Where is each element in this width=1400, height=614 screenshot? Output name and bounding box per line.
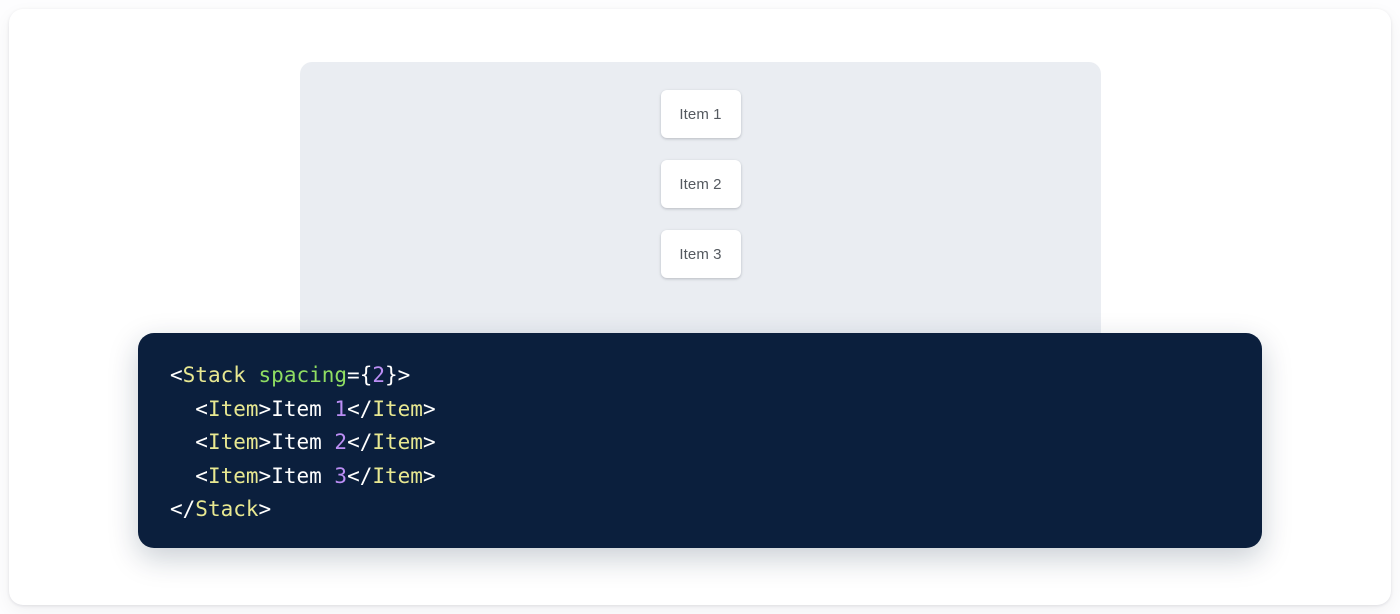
code-line: </Stack> [170,493,1262,527]
code-snippet-panel[interactable]: <Stack spacing={2}> <Item>Item 1</Item> … [138,333,1262,548]
code-token-punct: < [170,363,183,387]
code-token-punct: > [422,463,436,488]
code-token-num: 2 [334,430,348,455]
code-token-text: Item [271,430,335,455]
code-token-punct: < [195,396,208,421]
code-line: <Item>Item 2</Item> [170,426,1262,460]
code-token-punct: = [347,363,360,387]
code-token-tag: Item [372,463,423,488]
stack-item[interactable]: Item 3 [660,230,741,278]
code-token-num: 1 [334,396,348,421]
code-token-punct: > [258,396,272,421]
code-token-punct: </ [347,430,373,455]
stack-item[interactable]: Item 2 [660,160,741,208]
code-indent [170,430,195,454]
code-line: <Item>Item 3</Item> [170,460,1262,494]
code-indent [170,397,195,421]
code-token-punct: > [258,463,272,488]
stack-item[interactable]: Item 1 [660,90,741,138]
code-token-punct: </ [170,497,196,522]
code-token-tag: Item [207,463,259,488]
code-token-punct: > [258,430,272,455]
code-line: <Stack spacing={2}> [170,359,1262,393]
code-token-tag: Stack [195,497,259,522]
code-token-punct [246,363,259,387]
code-token-tag: Item [207,396,259,421]
code-token-brace: } [385,363,398,387]
code-token-punct: > [422,396,436,421]
code-token-text: Item [271,463,335,488]
component-preview-panel: Item 1 Item 2 Item 3 [300,62,1101,362]
code-token-num: 2 [372,363,386,387]
code-token-text: Item [271,396,335,421]
code-token-punct: < [195,463,208,488]
code-token-punct: > [422,430,436,455]
code-token-attr: spacing [258,363,348,387]
code-token-punct: </ [347,396,373,421]
code-token-tag: Item [207,430,259,455]
code-block[interactable]: <Stack spacing={2}> <Item>Item 1</Item> … [170,359,1262,527]
code-token-tag: Item [372,396,423,421]
code-token-tag: Item [372,430,423,455]
code-token-punct: > [258,497,272,522]
code-token-tag: Stack [182,363,246,387]
stack-container: Item 1 Item 2 Item 3 [300,62,1101,278]
code-token-num: 3 [334,463,348,488]
code-token-punct: < [195,430,208,455]
code-token-punct: </ [347,463,373,488]
code-indent [170,464,195,488]
code-line: <Item>Item 1</Item> [170,393,1262,427]
code-token-brace: { [359,363,373,387]
code-token-punct: > [397,363,411,387]
